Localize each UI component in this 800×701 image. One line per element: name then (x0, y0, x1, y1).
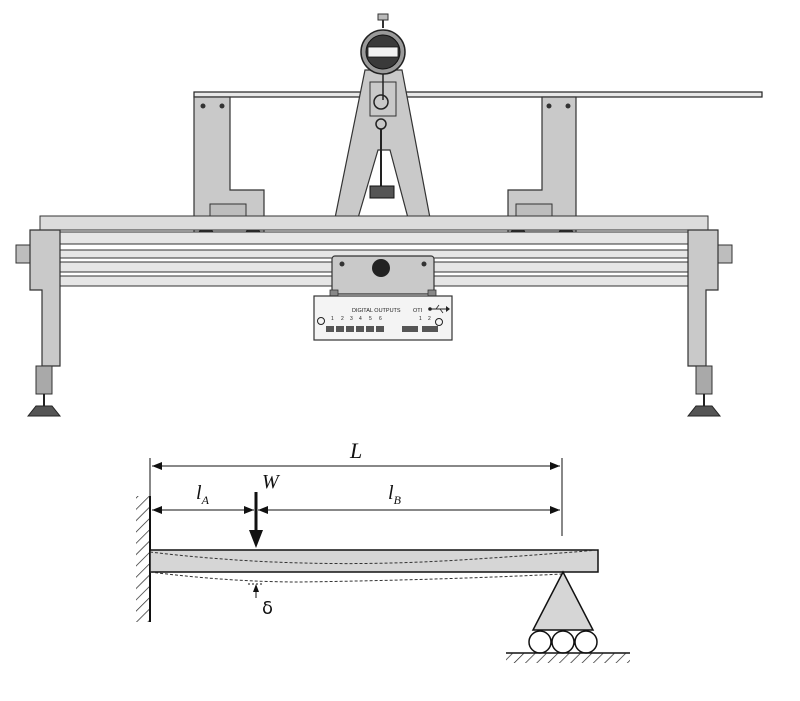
deflected-bottom-edge (149, 571, 563, 583)
dimension-segment-b: lB (258, 482, 560, 514)
channel-number: 5 (369, 316, 372, 322)
left-leg (26, 229, 62, 417)
beam (149, 549, 599, 583)
central-clamp (329, 255, 437, 301)
channel-number: 2 (341, 316, 344, 322)
channel-number: 6 (379, 316, 382, 322)
channel-number: 4 (359, 316, 362, 322)
power-port-icon (435, 318, 443, 326)
load-arrow: W (249, 471, 281, 548)
digital-output-module: DIGITAL OUTPUTS 1 2 3 4 5 6 OTI 1 2 (313, 295, 453, 341)
channel-number: 1 (331, 316, 334, 322)
deflection-indicator: δ (248, 583, 273, 619)
segment-b-label: lB (388, 482, 402, 507)
beam-test-apparatus: DIGITAL OUTPUTS 1 2 3 4 5 6 OTI 1 2 (15, 13, 763, 417)
segment-a-label: lA (196, 482, 210, 507)
test-beam-strip (193, 91, 763, 98)
roller-support (506, 570, 630, 663)
deflection-label: δ (262, 598, 273, 619)
hanging-load (369, 94, 395, 199)
usb-icon (428, 304, 450, 314)
dimension-total-length: L (149, 438, 563, 536)
dimension-segment-a: lA (152, 482, 254, 514)
dial-gauge-icon (360, 13, 406, 100)
oti-channel-number: 1 (419, 316, 422, 322)
length-label: L (349, 438, 362, 463)
load-label: W (262, 471, 281, 493)
oti-label: OTI (413, 308, 423, 314)
output-port-row (326, 326, 438, 332)
oti-channel-number: 2 (428, 316, 431, 322)
fixed-wall (136, 496, 151, 622)
power-port-icon (317, 317, 325, 325)
channel-number-row: 1 2 3 4 5 6 (331, 316, 382, 322)
channel-number: 3 (350, 316, 353, 322)
deflected-centerline (149, 549, 599, 565)
digital-outputs-title: DIGITAL OUTPUTS (352, 308, 401, 314)
right-leg (686, 229, 722, 417)
beam-schematic: L lA lB W (136, 438, 630, 663)
